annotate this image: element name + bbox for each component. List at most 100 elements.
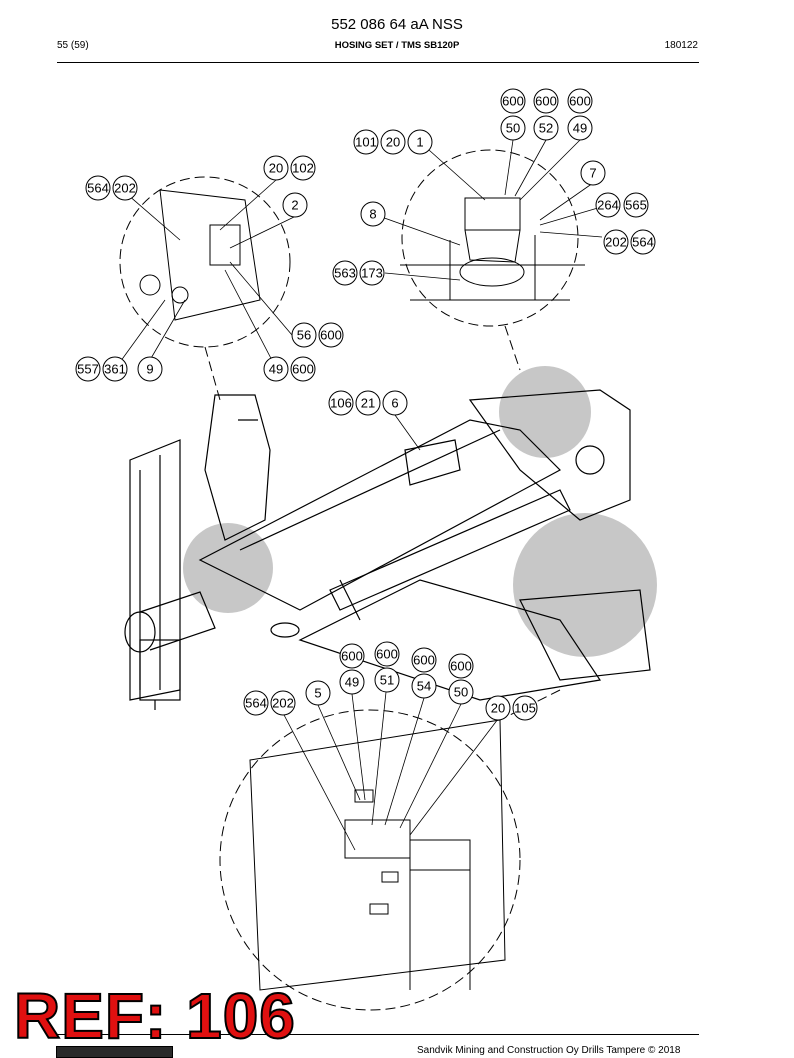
detail-contents xyxy=(139,189,585,991)
callout-balloon xyxy=(85,175,111,201)
callout-balloon xyxy=(567,115,593,141)
callout-balloon xyxy=(374,641,400,667)
highlight-zone-left xyxy=(183,523,273,613)
callout-balloon xyxy=(355,390,381,416)
callout-label: 9 xyxy=(146,362,153,377)
callout-balloon xyxy=(75,356,101,382)
callout-label: 50 xyxy=(454,685,468,700)
callout-balloon xyxy=(290,356,316,382)
callout-balloon xyxy=(567,88,593,114)
callout-balloon xyxy=(407,129,433,155)
callout-label: 49 xyxy=(573,121,587,136)
callout-label: 563 xyxy=(334,266,356,281)
callout-balloon xyxy=(500,115,526,141)
callout-label: 105 xyxy=(514,701,536,716)
callout-balloon xyxy=(411,647,437,673)
callout-balloon xyxy=(448,679,474,705)
callout-label: 600 xyxy=(376,647,398,662)
highlight-zone-lower-right xyxy=(513,513,657,657)
callout-balloon xyxy=(603,229,629,255)
callout-balloon xyxy=(291,322,317,348)
callout-balloon xyxy=(448,653,474,679)
callout-balloons xyxy=(75,88,656,721)
callout-label: 565 xyxy=(625,198,647,213)
callout-balloon xyxy=(360,201,386,227)
callout-label: 106 xyxy=(330,396,352,411)
callout-balloon xyxy=(380,129,406,155)
callout-label: 102 xyxy=(292,161,314,176)
callout-balloon xyxy=(102,356,128,382)
callout-label: 361 xyxy=(104,362,126,377)
header-rule xyxy=(57,62,699,63)
callout-balloon xyxy=(263,155,289,181)
callout-label: 51 xyxy=(380,673,394,688)
callout-balloon xyxy=(282,192,308,218)
callout-balloon xyxy=(328,390,354,416)
callout-label: 202 xyxy=(272,696,294,711)
callout-balloon xyxy=(270,690,296,716)
callout-label: 557 xyxy=(77,362,99,377)
callout-label: 6 xyxy=(391,396,398,411)
callout-balloon xyxy=(263,356,289,382)
callout-label: 1 xyxy=(416,135,423,150)
callout-label: 564 xyxy=(632,235,654,250)
callout-balloon xyxy=(623,192,649,218)
section-title: HOSING SET / TMS SB120P xyxy=(334,40,460,51)
callout-label: 600 xyxy=(341,649,363,664)
callout-label: 7 xyxy=(589,166,596,181)
callout-labels: 600 600 600 50 52 49 101 20 1 7 8 264 56… xyxy=(77,94,654,716)
callout-balloon xyxy=(533,115,559,141)
callout-label: 600 xyxy=(413,653,435,668)
callout-balloon xyxy=(137,356,163,382)
callout-label: 202 xyxy=(605,235,627,250)
callout-label: 600 xyxy=(292,362,314,377)
callout-balloon xyxy=(485,695,511,721)
detail-circle-bottom xyxy=(219,709,521,1011)
callout-balloon xyxy=(305,680,331,706)
callout-balloon xyxy=(630,229,656,255)
highlight-zone-upper-right xyxy=(499,366,591,458)
leader-lines xyxy=(114,139,609,851)
callout-balloon xyxy=(112,175,138,201)
callout-label: 5 xyxy=(314,686,321,701)
callout-balloon xyxy=(290,155,316,181)
callout-label: 101 xyxy=(355,135,377,150)
callout-label: 600 xyxy=(535,94,557,109)
callout-label: 564 xyxy=(245,696,267,711)
callout-label: 54 xyxy=(417,679,431,694)
callout-balloon xyxy=(512,695,538,721)
callout-label: 20 xyxy=(386,135,400,150)
callout-balloon xyxy=(580,160,606,186)
callout-balloon xyxy=(595,192,621,218)
page-count: 55 (59) xyxy=(57,40,89,51)
callout-balloon xyxy=(339,669,365,695)
callout-label: 20 xyxy=(269,161,283,176)
callout-label: 52 xyxy=(539,121,553,136)
callout-balloon xyxy=(359,260,385,286)
ref-stamp: REF: 106 xyxy=(13,980,296,1052)
callout-balloon xyxy=(353,129,379,155)
callout-label: 49 xyxy=(269,362,283,377)
callout-label: 56 xyxy=(297,328,311,343)
callout-balloon xyxy=(332,260,358,286)
callout-label: 50 xyxy=(506,121,520,136)
callout-label: 600 xyxy=(320,328,342,343)
document-number: 552 086 64 aA NSS xyxy=(331,16,463,33)
callout-balloon xyxy=(382,390,408,416)
callout-label: 2 xyxy=(291,198,298,213)
callout-label: 21 xyxy=(361,396,375,411)
callout-balloon xyxy=(533,88,559,114)
detail-circle-top-left xyxy=(119,176,291,348)
callout-balloon xyxy=(243,690,269,716)
footer-copyright: Sandvik Mining and Construction Oy Drill… xyxy=(417,1045,681,1056)
callout-label: 49 xyxy=(345,675,359,690)
callout-label: 264 xyxy=(597,198,619,213)
callout-balloon xyxy=(500,88,526,114)
footer-rule xyxy=(57,1034,699,1035)
callout-label: 600 xyxy=(450,659,472,674)
date-code: 180122 xyxy=(664,40,698,51)
callout-label: 8 xyxy=(369,207,376,222)
sandvik-logo xyxy=(56,1046,173,1058)
callout-label: 202 xyxy=(114,181,136,196)
